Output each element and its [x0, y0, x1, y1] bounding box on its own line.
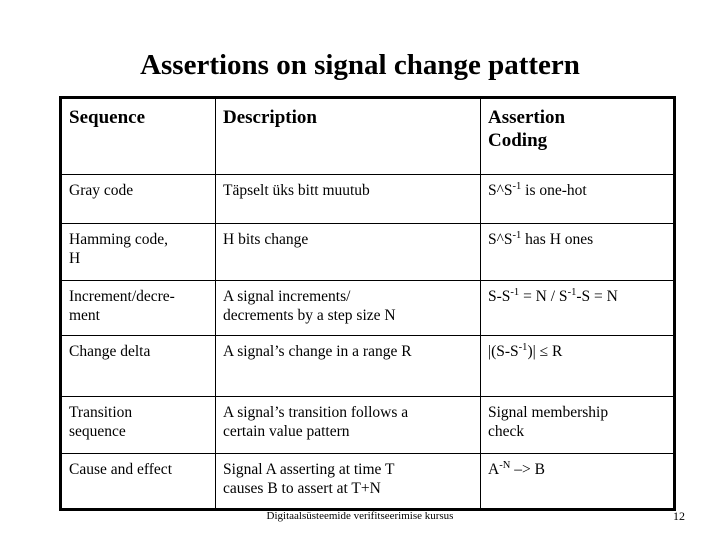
cell-sequence-line1: Hamming code,	[69, 231, 169, 248]
cell-assertion: |(S-S-1)| ≤ R	[480, 335, 675, 397]
column-header-assertion-line2: Coding	[488, 130, 548, 151]
table-row: Change delta A signal’s change in a rang…	[60, 335, 675, 397]
assertion-expression-base: S^S	[488, 231, 513, 248]
table-row: Transition sequence A signal’s transition…	[60, 396, 675, 454]
cell-description-line1: Signal A asserting at time T	[223, 461, 395, 478]
cell-sequence-line2: sequence	[69, 423, 126, 440]
table-row: Gray code Täpselt üks bitt muutub S^S-1 …	[60, 174, 675, 224]
assertion-expression-base: A	[488, 461, 500, 478]
column-header-assertion-line1: Assertion	[488, 107, 566, 128]
assertion-superscript: -N	[499, 459, 511, 471]
cell-sequence: Cause and effect	[60, 453, 216, 510]
footer-course-name: Digitaalsüsteemide verifitseerimise kurs…	[266, 510, 454, 522]
assertion-line1: Signal membership	[488, 404, 609, 421]
cell-sequence: Increment/decre-ment	[60, 280, 216, 336]
assertion-superscript: -1	[518, 341, 528, 353]
cell-description-line2: decrements by a step size N	[223, 307, 396, 324]
cell-description: A signal increments/decrements by a step…	[215, 280, 481, 336]
cell-assertion: A-N –> B	[480, 453, 675, 510]
column-header-sequence: Sequence	[60, 97, 216, 175]
cell-sequence: Transition sequence	[60, 396, 216, 454]
table-row: Increment/decre-ment A signal increments…	[60, 280, 675, 336]
assertion-expression-tail: has H ones	[521, 231, 594, 248]
cell-assertion: S^S-1 is one-hot	[480, 174, 675, 224]
assertion-superscript: -1	[512, 180, 522, 192]
cell-description-line2: causes B to assert at T+N	[223, 480, 381, 497]
assertion-expression-base: S-S	[488, 288, 511, 305]
cell-sequence-line1: Increment/decre-	[69, 288, 175, 305]
cell-description: A signal’s change in a range R	[215, 335, 481, 397]
table-row: Cause and effect Signal A asserting at t…	[60, 453, 675, 510]
cell-sequence: Hamming code, H	[60, 223, 216, 281]
cell-assertion: S-S-1 = N / S-1-S = N	[480, 280, 675, 336]
assertion-expression-base: |(S-S	[488, 343, 519, 360]
cell-sequence: Change delta	[60, 335, 216, 397]
cell-sequence-line1: Transition	[69, 404, 133, 421]
assertion-superscript-second: -1	[567, 286, 577, 298]
assertion-expression-tail: is one-hot	[521, 182, 587, 199]
cell-description: H bits change	[215, 223, 481, 281]
table-row: Hamming code, H H bits change S^S-1 has H…	[60, 223, 675, 281]
assertion-superscript: -1	[512, 229, 522, 241]
cell-description-line2: certain value pattern	[223, 423, 350, 440]
cell-description: A signal’s transition follows a certain v…	[215, 396, 481, 454]
assertion-superscript: -1	[510, 286, 520, 298]
cell-description-line1: A signal increments/	[223, 288, 351, 305]
cell-sequence-line2: H	[69, 250, 81, 267]
assertion-expression-mid: = N / S	[519, 288, 568, 305]
page-title: Assertions on signal change pattern	[140, 49, 580, 81]
cell-sequence-line2: ment	[69, 307, 100, 324]
assertion-expression-tail: –> B	[510, 461, 545, 478]
assertion-expression-base: S^S	[488, 182, 513, 199]
table-body: Gray code Täpselt üks bitt muutub S^S-1 …	[60, 174, 675, 510]
cell-assertion: Signal membership check	[480, 396, 675, 454]
cell-assertion: S^S-1 has H ones	[480, 223, 675, 281]
cell-description: Täpselt üks bitt muutub	[215, 174, 481, 224]
cell-description: Signal A asserting at time T causes B to …	[215, 453, 481, 510]
assertion-expression-tail: -S = N	[576, 288, 618, 305]
slide-footer: Digitaalsüsteemide verifitseerimise kurs…	[0, 509, 720, 529]
footer-page-number: 12	[673, 509, 685, 523]
column-header-description: Description	[215, 97, 481, 175]
assertion-line2: check	[488, 423, 525, 440]
cell-sequence: Gray code	[60, 174, 216, 224]
cell-description-line1: A signal’s transition follows a	[223, 404, 409, 421]
assertion-expression-tail: )| ≤ R	[527, 343, 563, 360]
